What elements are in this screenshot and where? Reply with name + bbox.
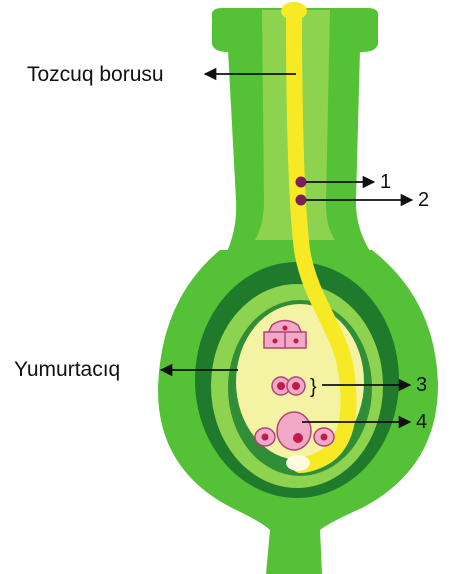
label-pollen-tube: Tozcuq borusu	[27, 64, 164, 85]
label-3: 3	[416, 375, 427, 395]
micropyle-entry	[286, 455, 310, 471]
polar-nuclei-brace: }	[310, 376, 317, 398]
label-ovule: Yumurtacıq	[14, 359, 120, 380]
label-2: 2	[418, 190, 429, 210]
label-1: 1	[380, 172, 391, 192]
pollen-tube-tip	[281, 2, 307, 20]
label-4: 4	[416, 412, 427, 432]
sperm-cell-2	[296, 195, 307, 206]
sperm-cell-1	[296, 177, 307, 188]
